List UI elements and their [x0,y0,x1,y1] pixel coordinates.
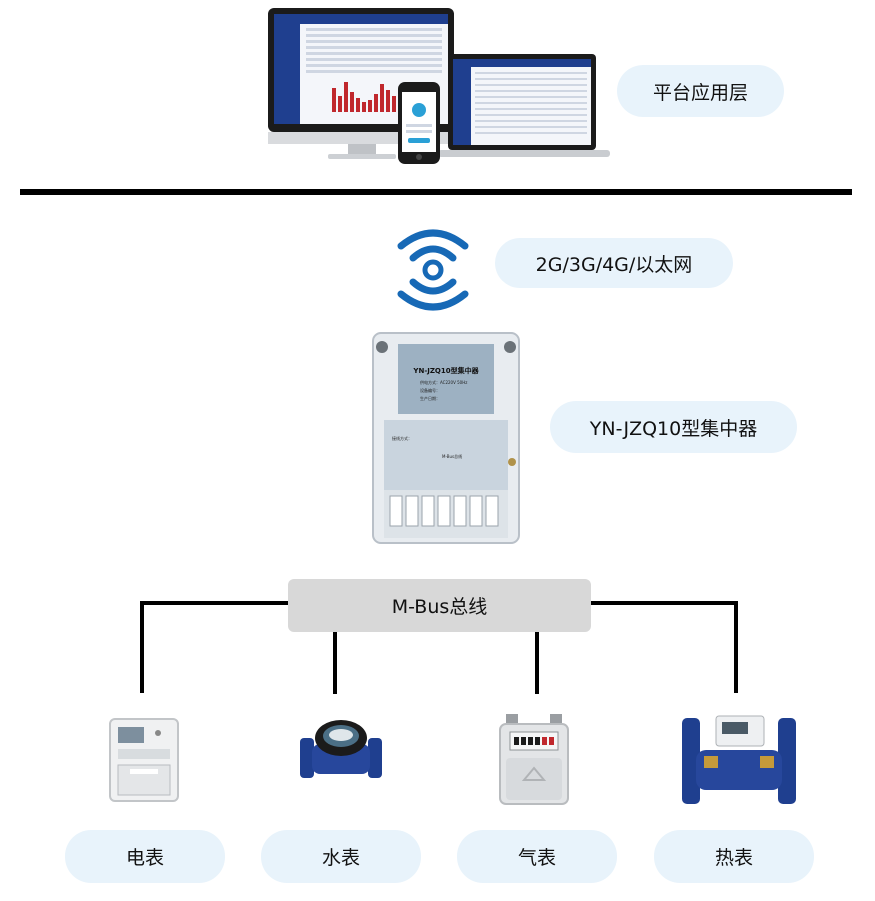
concentrator-device: YN-JZQ10型集中器 供电方式：AC220V 50Hz 设备编号： 生产日期… [372,332,520,544]
bus-wire-left-vertical [140,601,144,693]
mbus-label: M-Bus总线 [288,579,591,632]
water-meter-icon [298,710,384,790]
heat-meter-icon [680,714,798,808]
gas-meter-icon [498,714,570,808]
meter-label-gas: 气表 [457,830,617,883]
bus-wire-water-drop [333,631,337,694]
meter-label-water: 水表 [261,830,421,883]
concentrator-lower-title: 接线方式： [392,436,412,441]
platform-layer-label: 平台应用层 [617,65,784,117]
bus-wire-left-horizontal [140,601,290,605]
meter-label-heat: 热表 [654,830,814,883]
bus-wire-gas-drop [535,631,539,694]
platform-devices-illustration [262,6,617,166]
wireless-signal-icon [395,228,471,312]
layer-divider [20,189,852,195]
meter-label-electric: 电表 [65,830,225,883]
concentrator-panel-line1: 供电方式：AC220V 50Hz [420,380,468,385]
electric-meter-icon [108,717,180,803]
concentrator-label: YN-JZQ10型集中器 [550,401,797,453]
concentrator-panel-title: YN-JZQ10型集中器 [413,367,479,375]
bus-wire-right-vertical [734,601,738,693]
concentrator-panel-line2: 设备编号： [420,388,440,393]
bus-wire-right-horizontal [590,601,738,605]
network-layer-label: 2G/3G/4G/以太网 [495,238,733,288]
concentrator-bus-header: M-Bus总线 [442,454,463,459]
concentrator-panel-line3: 生产日期： [420,396,440,401]
